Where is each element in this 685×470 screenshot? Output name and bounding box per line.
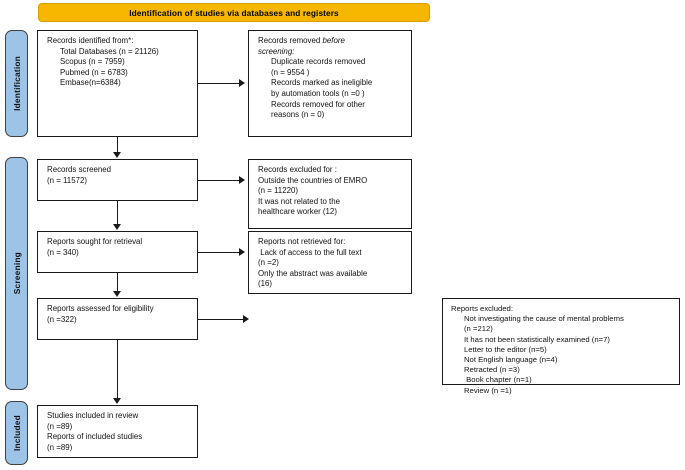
box-line: Records removed for other [271, 99, 365, 109]
box-line-text: Records removed before [258, 36, 345, 45]
box-reports-assessed-for-eligibility: Reports assessed for eligibility (n =322… [37, 298, 198, 340]
box-line: Pubmed (n = 6783) [60, 67, 128, 77]
box-line: Reports sought for retrieval [47, 237, 143, 246]
box-line: It has not been statistically examined (… [464, 334, 610, 344]
connector-identified-to-screened [117, 137, 118, 153]
box-reports-not-retrieved: Reports not retrieved for: Lack of acces… [248, 231, 412, 294]
stage-tab-screening-label: Screening [11, 252, 22, 295]
box-line: Review (n =1) [464, 385, 512, 395]
box-line: Not English language (n=4) [464, 355, 558, 365]
stage-tab-identification: Identification [5, 30, 28, 137]
box-line: It was not related to the [258, 196, 341, 206]
diagram-header-banner: Identification of studies via databases … [38, 3, 430, 22]
box-line: Reports not retrieved for: [258, 237, 346, 246]
arrowhead-down-icon [113, 224, 121, 230]
box-records-screened: Records screened (n = 11572) [37, 159, 198, 201]
arrowhead-right-icon [239, 79, 245, 87]
arrowhead-right-icon [239, 248, 245, 256]
box-line: (n =89) [47, 442, 73, 452]
box-line: screening: [258, 46, 295, 56]
box-line: Total Databases (n = 21126) [60, 46, 159, 56]
box-line: Reports assessed for eligibility [47, 304, 154, 313]
box-line: Retracted (n =3) [464, 365, 520, 375]
box-records-removed-before-screening: Records removed before screening: Duplic… [248, 30, 412, 137]
box-line: (n =212) [464, 324, 493, 334]
banner-title: Identification of studies via databases … [129, 7, 339, 18]
connector-screened-to-excluded [198, 180, 240, 181]
arrowhead-right-icon [239, 176, 245, 184]
box-reports-sought-for-retrieval: Reports sought for retrieval (n = 340) [37, 231, 198, 273]
box-line: Duplicate records removed [271, 57, 366, 67]
box-line: by automation tools (n =0 ) [271, 88, 365, 98]
box-line: (n = 9554 ) [271, 67, 310, 77]
box-line: Lack of access to the full text [258, 247, 362, 257]
box-line: (16) [258, 279, 273, 289]
box-line: Letter to the editor (n=5) [464, 344, 547, 354]
box-line: Records marked as ineligible [271, 78, 373, 88]
box-line: healthcare worker (12) [258, 207, 337, 217]
box-records-identified: Records identified from*: Total Database… [37, 30, 198, 137]
box-line: Scopus (n = 7959) [60, 57, 125, 67]
stage-tab-screening: Screening [5, 157, 28, 390]
box-line: (n = 11220) [258, 186, 298, 196]
box-studies-included-in-review: Studies included in review (n =89) Repor… [37, 405, 198, 458]
box-line: Studies included in review [47, 411, 139, 420]
connector-assessed-to-included [117, 340, 118, 399]
box-reports-excluded: Reports excluded: Not investigating the … [442, 298, 680, 395]
stage-tab-included-label: Included [11, 414, 22, 452]
arrowhead-down-icon [113, 152, 121, 158]
box-line: Embase(n=6384) [60, 78, 121, 88]
box-line: Reports of included studies [47, 432, 143, 442]
box-line: Outside the countries of EMRO [258, 175, 368, 185]
connector-assessed-to-excluded-reports [198, 319, 244, 320]
box-line: (n =2) [258, 258, 279, 268]
box-line: Not investigating the cause of mental pr… [464, 314, 624, 324]
connector-sought-to-assessed [117, 273, 118, 292]
box-line: Records excluded for : [258, 165, 337, 174]
stage-tab-identification-label: Identification [11, 56, 22, 111]
arrowhead-down-icon [113, 398, 121, 404]
box-line: Reports excluded: [451, 304, 513, 313]
box-line: (n =89) [47, 421, 73, 431]
box-line: reasons (n = 0) [271, 110, 325, 120]
box-records-excluded: Records excluded for : Outside the count… [248, 159, 412, 229]
box-line: (n = 11572) [47, 175, 87, 185]
stage-tab-included: Included [5, 401, 28, 465]
connector-identified-to-removed [198, 83, 240, 84]
connector-screened-to-sought [117, 201, 118, 225]
connector-sought-to-not-retrieved [198, 252, 240, 253]
arrowhead-right-icon [243, 315, 249, 323]
box-line: Records removed before [258, 36, 404, 47]
box-line: Only the abstract was available [258, 268, 368, 278]
box-line: Records screened [47, 165, 112, 174]
box-line: Records identified from*: [47, 36, 134, 45]
box-line: (n =322) [47, 314, 77, 324]
box-line: (n = 340) [47, 247, 79, 257]
arrowhead-down-icon [113, 291, 121, 297]
box-line: Book chapter (n=1) [464, 375, 532, 385]
